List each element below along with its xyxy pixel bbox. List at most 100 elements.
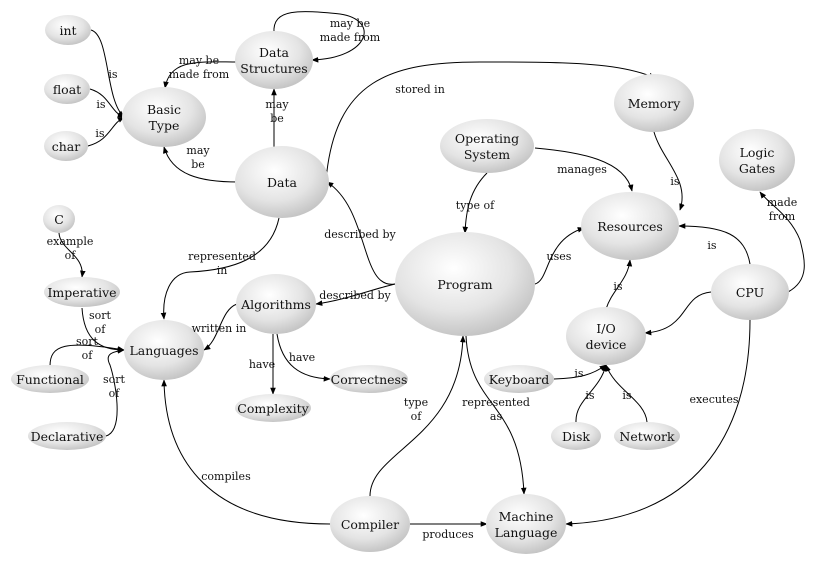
node-network-label: Network	[619, 429, 675, 444]
node-program[interactable]: Program	[395, 232, 535, 336]
node-disk[interactable]: Disk	[551, 422, 601, 450]
text-line: represented	[462, 396, 530, 409]
text-line: may be	[179, 54, 219, 67]
label-algorithms-languages: written in	[192, 322, 247, 335]
text-line: I/O	[596, 321, 615, 336]
text-line: Data	[259, 45, 289, 60]
node-resources[interactable]: Resources	[581, 192, 679, 260]
label-algorithms-complexity: have	[249, 358, 275, 371]
edge-data-structures-basic-type	[163, 61, 239, 89]
node-memory[interactable]: Memory	[614, 74, 694, 132]
text-line: example	[47, 235, 94, 248]
label-program-data: described by	[324, 228, 396, 241]
edge-cpu-resources	[678, 223, 751, 265]
node-declarative[interactable]: Declarative	[28, 422, 106, 450]
node-correctness[interactable]: Correctness	[330, 365, 408, 393]
node-disk-label: Disk	[562, 429, 590, 444]
edge-cpu-io-device	[644, 291, 712, 336]
edge-c-imperative	[58, 232, 86, 278]
text-line: described by	[319, 289, 391, 302]
node-shape	[330, 496, 410, 552]
text-line: manages	[557, 163, 607, 176]
node-cpu[interactable]: CPU	[711, 264, 789, 320]
text-line: is	[108, 68, 118, 81]
text-line: Declarative	[31, 429, 104, 444]
node-c-label: C	[54, 212, 64, 227]
text-line: Data	[267, 175, 297, 190]
text-line: uses	[547, 250, 572, 263]
label-os-resources: manages	[557, 163, 607, 176]
node-shape	[711, 264, 789, 320]
node-float[interactable]: float	[44, 74, 90, 104]
node-keyboard[interactable]: Keyboard	[484, 365, 554, 393]
text-line: Gates	[739, 161, 775, 176]
edge-network-io	[605, 364, 648, 423]
node-network[interactable]: Network	[614, 422, 680, 450]
node-shape	[330, 365, 408, 393]
node-float-label: float	[53, 82, 81, 97]
text-line: float	[53, 82, 81, 97]
edge-data-structures-self	[273, 11, 365, 63]
text-line: executes	[689, 393, 738, 406]
text-line: type	[404, 396, 428, 409]
text-line: is	[622, 389, 632, 402]
node-shape	[236, 274, 316, 334]
node-complexity[interactable]: Complexity	[235, 394, 311, 422]
text-line: produces	[422, 528, 474, 541]
text-line: sort	[89, 309, 112, 322]
text-line: made from	[320, 31, 381, 44]
node-algorithms[interactable]: Algorithms	[236, 274, 316, 334]
node-shape	[614, 422, 680, 450]
node-char[interactable]: char	[44, 131, 88, 161]
node-int[interactable]: int	[45, 15, 91, 45]
node-shape	[235, 31, 313, 89]
edge-data-memory	[325, 61, 656, 181]
edge-algorithms-languages	[203, 303, 238, 351]
edge-compiler-languages	[161, 379, 331, 525]
text-line: made	[767, 196, 798, 209]
text-line: Languages	[129, 343, 198, 358]
node-shape	[43, 205, 75, 233]
text-line: sort	[103, 373, 126, 386]
text-line: have	[289, 351, 315, 364]
node-resources-label: Resources	[597, 219, 663, 234]
text-line: Disk	[562, 429, 590, 444]
edge-os-program	[462, 172, 488, 234]
text-line: of	[95, 323, 107, 336]
text-line: Machine	[499, 509, 554, 524]
text-line: Keyboard	[489, 372, 549, 387]
text-line: is	[613, 280, 623, 293]
node-functional[interactable]: Functional	[11, 365, 89, 393]
node-languages[interactable]: Languages	[124, 320, 204, 380]
node-shape	[566, 307, 646, 365]
node-data[interactable]: Data	[235, 146, 329, 218]
edge-char-basic-type	[87, 116, 125, 147]
label-program-resources: uses	[547, 250, 572, 263]
text-line: device	[586, 337, 627, 352]
text-line: is	[670, 175, 680, 188]
label-cpu-machine: executes	[689, 393, 738, 406]
label-disk-io: is	[585, 389, 595, 402]
text-line: described by	[324, 228, 396, 241]
text-line: be	[270, 112, 284, 125]
text-line: sort	[76, 335, 99, 348]
node-imperative[interactable]: Imperative	[44, 277, 120, 307]
node-compiler[interactable]: Compiler	[330, 496, 410, 552]
text-line: is	[585, 389, 595, 402]
node-c[interactable]: C	[43, 205, 75, 233]
